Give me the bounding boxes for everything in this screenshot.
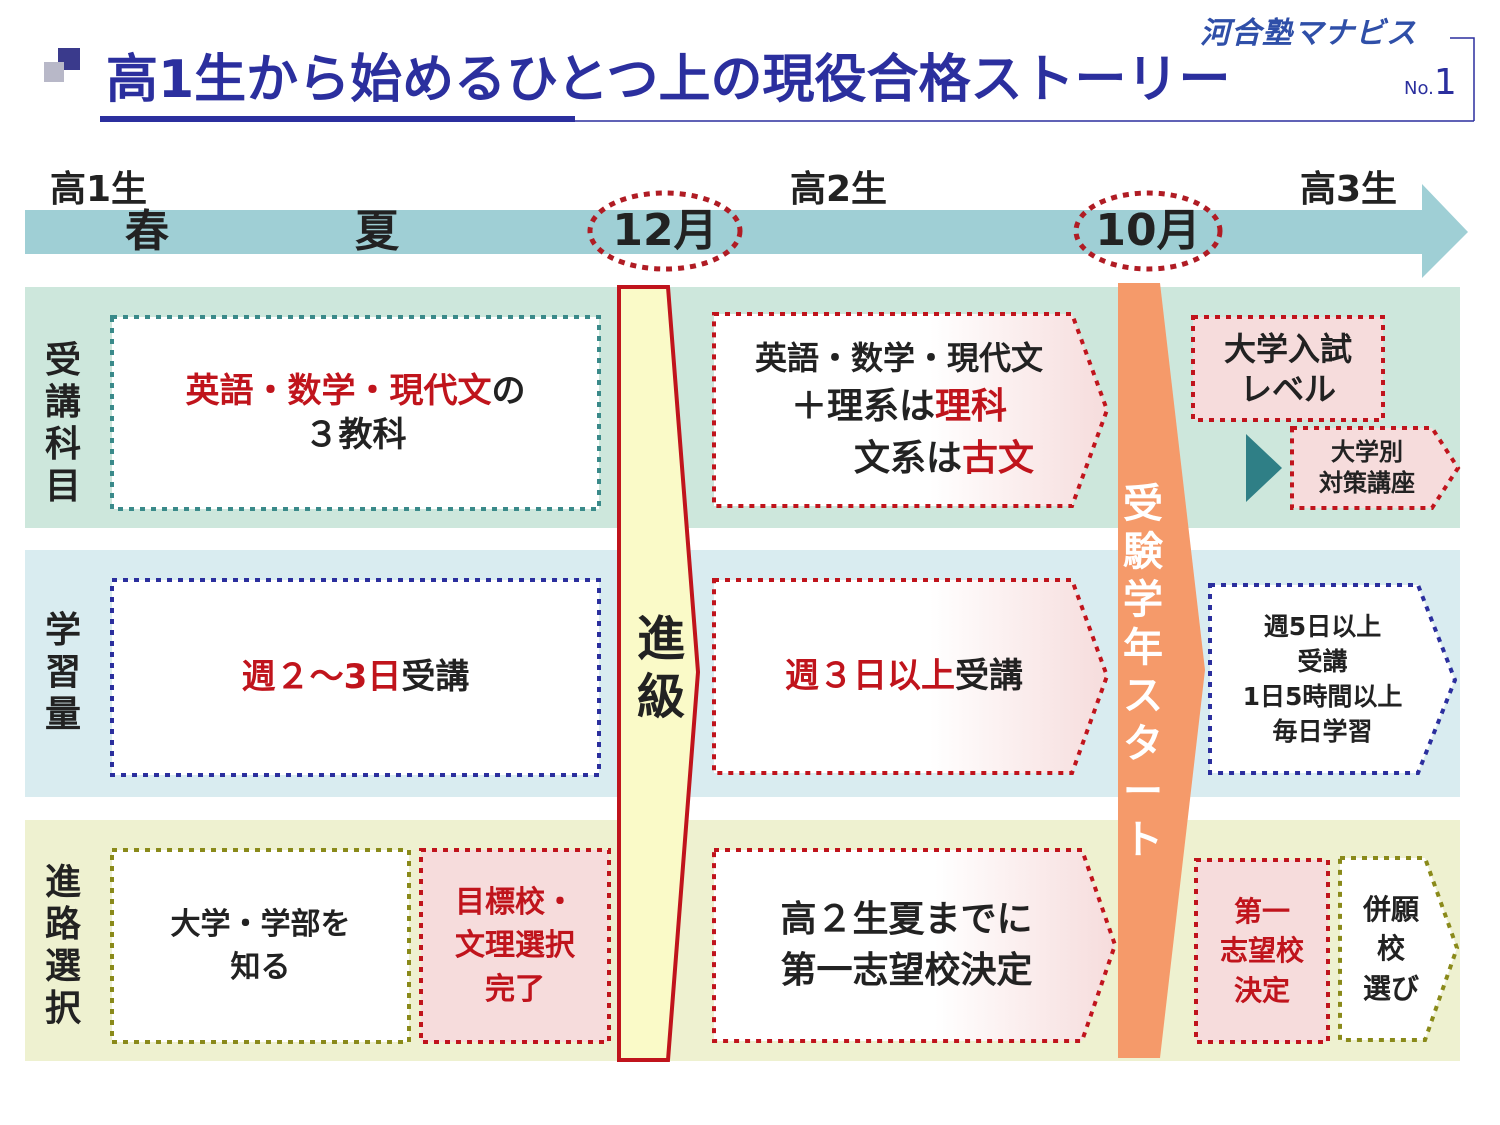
amount-g3-box: [1208, 583, 1458, 775]
season-spring: 春: [125, 206, 169, 257]
page-number-prefix: No.: [1404, 78, 1434, 99]
subjects-g1-box: [110, 315, 601, 511]
path-g1-target-text: 目標校・文理選択完了: [455, 884, 575, 1007]
row-label-subjects: 受講科目: [44, 340, 81, 507]
season-summer: 夏: [355, 206, 399, 257]
path-g1-know-box: [110, 848, 411, 1044]
grade3-label: 高3生: [1300, 169, 1398, 210]
amount-g2-box: [712, 578, 1110, 775]
timeline-arrow: [25, 184, 1468, 278]
exam-start-band: [1118, 283, 1205, 1058]
subjects-g3-level-box: [1191, 315, 1385, 422]
path-g3-combined-text: 併願校選び: [1362, 893, 1419, 1005]
path-g3-combined-box: [1338, 856, 1460, 1042]
path-g1-target-box: [419, 848, 611, 1044]
row-label-amount: 学習量: [44, 610, 81, 735]
path-g1-know-text: 大学・学部を知る: [170, 906, 351, 986]
path-g3-first-box: [1194, 858, 1330, 1044]
header-corner-line: [1450, 37, 1475, 121]
grade1-label: 高1生: [50, 169, 148, 210]
path-g3-first-text: 第一志望校決定: [1219, 895, 1304, 1007]
path-g2-box: [712, 848, 1118, 1043]
page-title: 高1生から始めるひとつ上の現役合格ストーリー: [106, 50, 1231, 110]
brand-logo: 河合塾マナビス: [1200, 16, 1417, 51]
oct-highlight-oval: [1073, 190, 1223, 272]
grade2-label: 高2生: [790, 169, 888, 210]
page-number: No.1: [1404, 62, 1457, 103]
arrow-right-icon: [1246, 434, 1282, 502]
title-bullet-square-gray: [44, 62, 64, 82]
dec-highlight-oval: [587, 190, 743, 272]
amount-g2-text: 週３日以上 受講: [785, 656, 1023, 697]
subjects-g2-text: 英語・数学・現代文 ＋理系は理科 文系は古文: [754, 338, 1043, 480]
page-number-value: 1: [1433, 62, 1457, 103]
subjects-g3-level-text: 大学入試レベル: [1223, 329, 1352, 408]
subjects-g1-text: 英語・数学・現代文の ３教科: [185, 370, 526, 455]
amount-g1-text: 週２〜3日 受講: [241, 657, 470, 698]
amount-g1-box: [110, 578, 601, 777]
path-g2-text: 高２生夏までに第一志望校決定: [780, 899, 1033, 991]
promotion-label: 進級: [636, 611, 685, 725]
subjects-g2-box: [712, 312, 1110, 508]
promotion-band: [617, 285, 701, 1062]
subjects-g3-course-box: [1290, 426, 1461, 510]
row-label-path: 進路選択: [44, 862, 81, 1029]
title-underline-thick: [100, 116, 575, 122]
subjects-g3-course-text: 大学別対策講座: [1319, 437, 1415, 497]
exam-start-label: 受験学年スタート: [1123, 481, 1163, 863]
month-dec: 12月: [612, 205, 718, 256]
month-oct: 10月: [1095, 205, 1201, 256]
